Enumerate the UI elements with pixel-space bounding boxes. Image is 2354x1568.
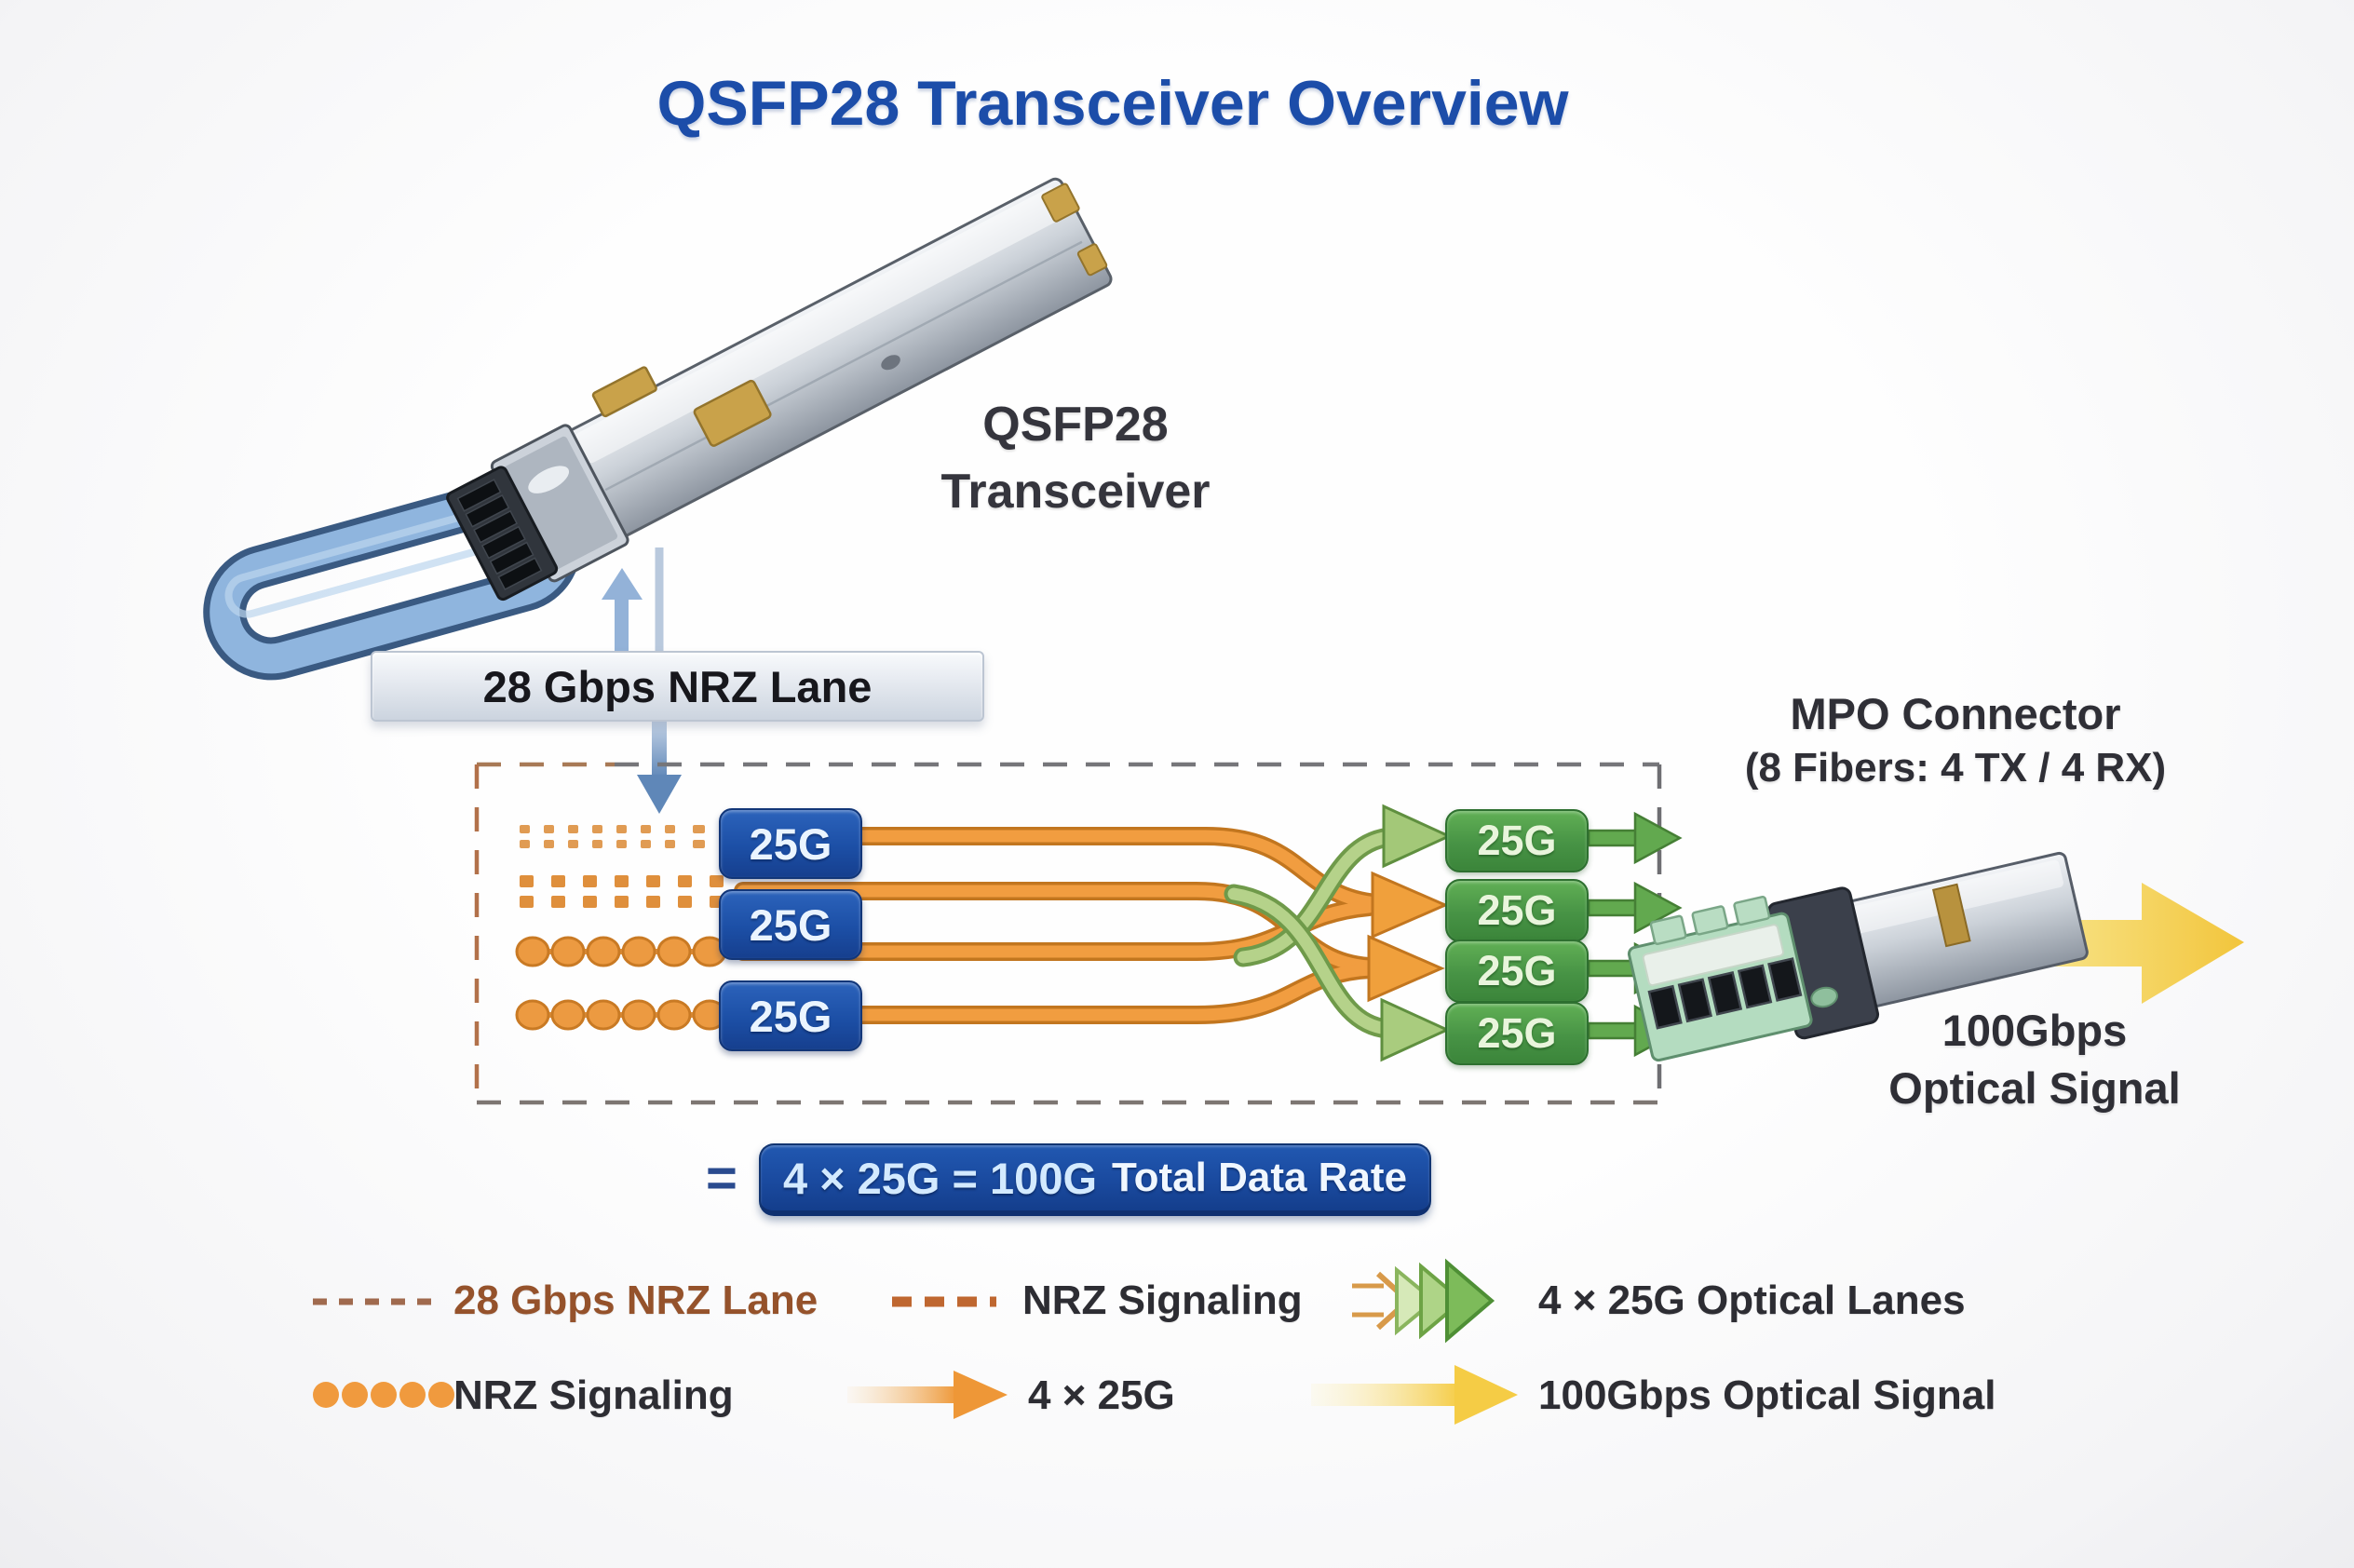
mpo-connector-label: MPO Connector (8 Fibers: 4 TX / 4 RX) <box>1695 687 2216 795</box>
mpo-fiber-ports <box>1647 957 1803 1030</box>
electrical-pins <box>456 479 543 591</box>
electrical-lane-badge-1-label: 25G <box>749 818 832 869</box>
nrz-signal-pattern-2 <box>520 875 724 908</box>
legend-label-nrz-signaling-dots: NRZ Signaling <box>453 1372 734 1418</box>
optical-signal-line2: Optical Signal <box>1888 1063 2181 1113</box>
legend-label-100gbps-optical: 100Gbps Optical Signal <box>1538 1372 1996 1418</box>
transceiver-label-line2: Transceiver <box>940 465 1211 519</box>
legend-swatch-yellow-arrow <box>1311 1365 1518 1425</box>
optical-lane-badge-2-label: 25G <box>1477 886 1557 934</box>
legend-label-4x25g: 4 × 25G <box>1028 1372 1175 1418</box>
optical-lane-badge-1: 25G <box>1445 809 1589 872</box>
green-crossover-arrowheads <box>1380 804 1453 1062</box>
total-rate-value: 4 × 25G = 100G <box>782 1153 1098 1203</box>
nrz-signal-pattern-3 <box>515 936 745 967</box>
legend-swatch-orange-dots <box>313 1382 454 1408</box>
electrical-lane-badge-1: 25G <box>719 808 862 879</box>
optical-signal-label: 100Gbps Optical Signal <box>1816 1002 2253 1117</box>
optical-lane-badge-3-label: 25G <box>1477 947 1557 994</box>
mpo-connector-title: MPO Connector <box>1790 689 2121 738</box>
optical-lane-badge-3: 25G <box>1445 939 1589 1003</box>
legend-swatch-orange-arrow <box>847 1371 1008 1419</box>
electrical-lane-badge-2-label: 25G <box>749 899 832 950</box>
electrical-lane-badge-3: 25G <box>719 980 862 1051</box>
legend-label-28gbps-nrz-lane: 28 Gbps NRZ Lane <box>453 1277 818 1323</box>
optical-lane-badge-4-label: 25G <box>1477 1009 1557 1057</box>
page-title: QSFP28 Transceiver Overview <box>656 68 1569 139</box>
legend-swatch-green-chevrons <box>1352 1258 1495 1344</box>
equals-sign: = <box>706 1148 737 1209</box>
optical-signal-line1: 100Gbps <box>1941 1006 2128 1055</box>
total-rate-caption: Total Data Rate <box>1112 1155 1408 1200</box>
lane-box-dashed-border <box>474 762 1662 1105</box>
transceiver-label: QSFP28 Transceiver <box>899 391 1252 525</box>
qsfp28-transceiver-illustration <box>203 177 1113 681</box>
total-data-rate-badge: 4 × 25G = 100G Total Data Rate <box>759 1143 1431 1216</box>
nrz-lane-bar: 28 Gbps NRZ Lane <box>371 651 984 722</box>
electrical-lane-badge-3-label: 25G <box>749 991 832 1041</box>
legend-label-nrz-signaling-dashed: NRZ Signaling <box>1022 1277 1303 1323</box>
mpo-connector-illustration <box>1627 851 2089 1062</box>
electrical-lane-badge-2: 25G <box>719 889 862 960</box>
nrz-signal-pattern-4 <box>515 999 745 1031</box>
legend-label-optical-lanes: 4 × 25G Optical Lanes <box>1538 1277 1966 1323</box>
optical-lane-badge-4: 25G <box>1445 1002 1589 1065</box>
green-crossover-arrows <box>1224 827 1400 1039</box>
nrz-signal-pattern-1 <box>520 825 745 848</box>
orange-lane-arrowheads <box>1367 871 1449 1003</box>
mpo-connector-subtitle: (8 Fibers: 4 TX / 4 RX) <box>1744 745 2167 791</box>
optical-lane-badge-2: 25G <box>1445 879 1589 942</box>
transceiver-label-line1: QSFP28 <box>982 398 1169 452</box>
optical-lane-badge-1-label: 25G <box>1477 817 1557 864</box>
nrz-lane-bar-label: 28 Gbps NRZ Lane <box>482 661 873 711</box>
